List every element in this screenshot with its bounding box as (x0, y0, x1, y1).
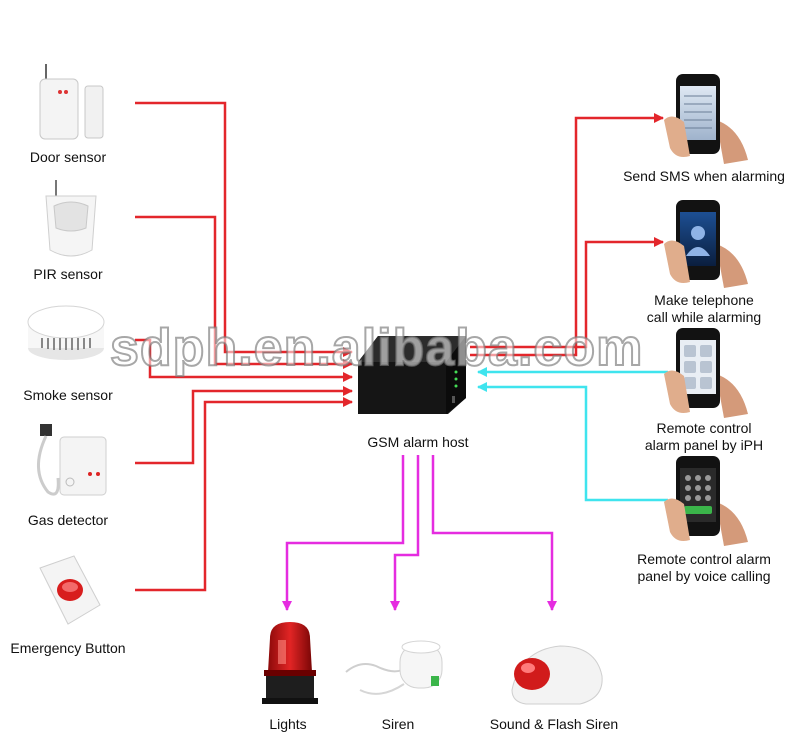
phone-call-icon (664, 200, 748, 288)
call-line (470, 237, 664, 349)
phone-keypad-label-line1: Remote control alarm (637, 551, 771, 567)
phone-app-label-line2: alarm panel by iPH (644, 437, 764, 453)
phone-app-label-line1: Remote control (656, 420, 752, 436)
gas-detector-line (135, 386, 353, 465)
gas-detector-icon (37, 424, 107, 496)
phone-keypad-icon (664, 456, 748, 546)
phone-call-label-line2: call while alarming (646, 309, 762, 325)
pir-sensor-line (135, 215, 353, 369)
lights-label: Lights (269, 716, 307, 732)
emergency-button-label: Emergency Button (10, 640, 126, 656)
sms-line (470, 113, 664, 357)
voice-control-line (477, 382, 668, 502)
siren-line (390, 455, 420, 611)
door-sensor-icon (39, 64, 104, 140)
pir-sensor-label: PIR sensor (33, 266, 103, 282)
siren-label: Siren (381, 716, 415, 732)
siren-icon (345, 640, 443, 695)
output-connection-lines (282, 455, 557, 611)
phone-app-icon (664, 328, 748, 418)
phone-sms-icon (664, 74, 748, 164)
phone-sms-label-line1: Send SMS when alarming (623, 168, 785, 184)
warning-light-icon (262, 622, 318, 704)
phone-app-label: Remote control alarm panel by iPH (608, 420, 800, 454)
gsm-alarm-host-label: GSM alarm host (367, 434, 469, 450)
flash-siren-icon (511, 645, 603, 705)
phone-call-label: Make telephone call while alarming (608, 292, 800, 326)
control-connection-lines (477, 367, 668, 502)
gas-detector-label: Gas detector (27, 512, 109, 528)
flash-siren-label: Sound & Flash Siren (489, 716, 619, 732)
flash-siren-line (431, 455, 557, 611)
phone-call-label-line1: Make telephone (654, 292, 754, 308)
input-connection-lines (135, 101, 664, 592)
smoke-sensor-line (135, 338, 353, 382)
emergency-button-icon (39, 555, 101, 625)
phone-keypad-label-line2: panel by voice calling (637, 568, 771, 584)
pir-sensor-icon (45, 180, 97, 257)
door-sensor-label: Door sensor (29, 149, 107, 165)
door-sensor-line (135, 101, 353, 357)
emergency-button-line (135, 397, 353, 592)
gsm-alarm-host-device (358, 336, 466, 414)
smoke-sensor-icon (27, 305, 105, 360)
phone-sms-label: Send SMS when alarming (608, 168, 800, 185)
phone-keypad-label: Remote control alarm panel by voice call… (608, 551, 800, 585)
smoke-sensor-label: Smoke sensor (23, 387, 113, 403)
lights-line (282, 455, 405, 611)
